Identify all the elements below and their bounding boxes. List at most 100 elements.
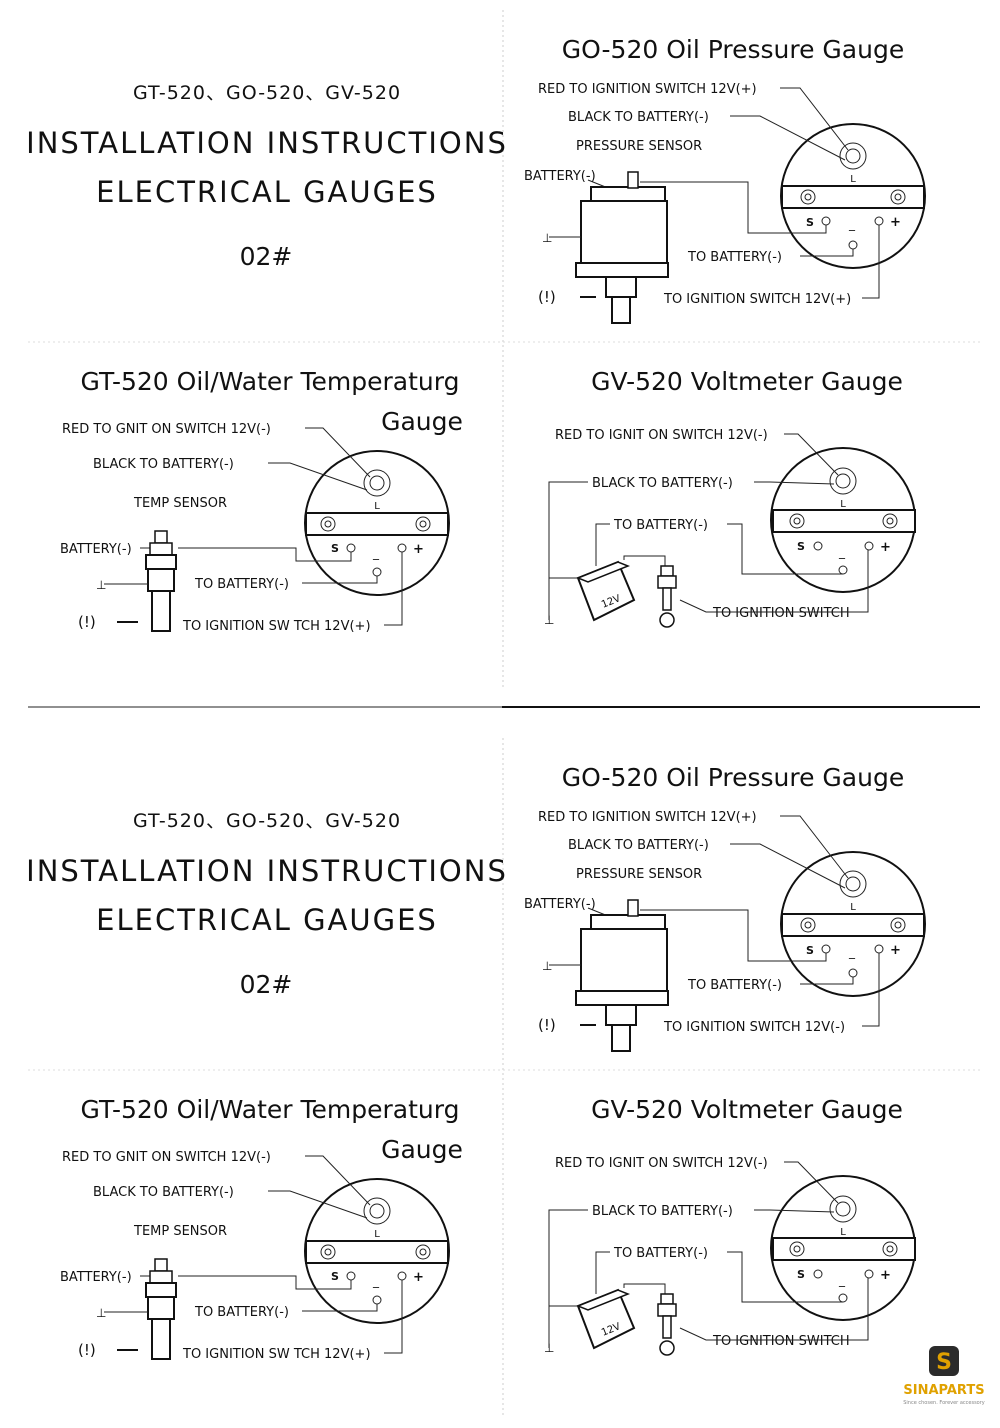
oil-lamp-socket [839,870,867,898]
volt-title: GV-520 Voltmeter Gauge [591,367,903,396]
oil-black-leader [730,843,846,889]
temp-red-wire-label: RED TO GNIT ON SWITCH 12V(-) [62,1150,271,1165]
volt-bracket-nut-right-hole [886,1245,894,1253]
oil-red-wire-label: RED TO IGNITION SWITCH 12V(+) [538,82,757,97]
temp-mount-bracket [305,1240,449,1264]
volt-lamp-bulb-icon [835,473,851,489]
sheet-divider [28,706,980,708]
oil-terminal-s [821,944,831,954]
volt-mount-bracket [772,1237,916,1261]
temp-bracket-nut-left-icon [320,1244,336,1260]
temp-battery-wire [302,576,378,584]
models-line: GT-520、GO-520、GV-520 [133,810,401,832]
logo-tagline: Since chosen. Forever accessory [903,1400,985,1406]
oil-battery-wire [800,249,854,257]
volt-lamp-socket [829,1195,857,1223]
volt-lamp-letter: L [840,499,846,510]
temp-terminal-minus [372,567,382,577]
volt-terminal-minus-label: _ [838,545,846,559]
volt-to-ignition-label: TO IGNITION SWITCH [712,1334,850,1349]
temp-battery-label: BATTERY(-) [60,542,132,557]
volt-ground-icon: ⊥ [544,613,554,627]
temp-terminal-plus-label: + [413,542,424,557]
volt-lamp-bulb-icon [835,1201,851,1217]
volt-title: GV-520 Voltmeter Gauge [591,1095,903,1124]
instruction-sheet-1: GT-520、GO-520、GV-520 INSTALLATION INSTRU… [0,0,1000,700]
temp-title-line2: Gauge [381,1135,463,1164]
volt-black-leader [754,1209,835,1213]
volt-terminal-plus [864,1269,874,1279]
battery-top [575,1289,631,1311]
oil-lamp-letter: L [850,174,856,185]
volt-battery-wire [727,523,843,575]
volt-terminal-minus-label: _ [838,1273,846,1287]
sensor-cap [590,186,666,202]
oil-terminal-minus-label: _ [848,217,856,231]
temp-terminal-s-label: S [331,542,339,555]
volt-black-wire-label: BLACK TO BATTERY(-) [592,476,733,491]
volt-to-battery-label: TO BATTERY(-) [613,518,708,533]
volt-bracket-nut-left-hole [793,517,801,525]
oil-bracket-nut-right-icon [890,189,906,205]
logo-badge-icon [929,1346,959,1376]
temp-warning-label: (!) [78,613,96,631]
oil-battery-wire [800,977,854,985]
wiring-diagram: GT-520、GO-520、GV-520 INSTALLATION INSTRU… [26,738,980,1418]
oil-bracket-nut-right-hole [894,193,902,201]
temp-sensor-nut [149,542,173,556]
voltmeter-diagram: GV-520 Voltmeter Gauge RED TO IGNIT ON S… [544,1095,916,1356]
battery-icon: 12V [575,1288,636,1350]
temp-battery-wire [302,1304,378,1312]
temp-to-ignition-label: TO IGNITION SW TCH 12V(+) [182,1347,371,1362]
pressure-sensor-icon [575,171,669,324]
doc-code: 02# [240,242,293,271]
volt-black-wire-label: BLACK TO BATTERY(-) [592,1204,733,1219]
temp-bracket-nut-right-hole [419,520,427,528]
instruction-sheet-2: GT-520、GO-520、GV-520 INSTALLATION INSTRU… [0,728,1000,1428]
volt-ground-wire [548,1209,588,1348]
temp-terminal-s [346,1271,356,1281]
temp-sensor-probe [151,1318,171,1360]
volt-ground-wire [548,481,588,620]
temp-lamp-socket [363,469,391,497]
volt-to-ignition-label: TO IGNITION SWITCH [712,606,850,621]
temp-bracket-nut-left-hole [324,1248,332,1256]
oil-red-leader [780,815,849,879]
volt-terminal-minus [838,1293,848,1303]
oil-terminal-plus-label: + [890,215,901,230]
temp-terminal-minus-label: _ [372,546,380,560]
temp-sensor-terminal [154,1258,168,1272]
oil-terminal-minus [848,240,858,250]
volt-bracket-nut-right-icon [882,513,898,529]
oil-black-wire-label: BLACK TO BATTERY(-) [568,838,709,853]
oil-terminal-s-label: S [806,944,814,957]
temp-terminal-plus-label: + [413,1270,424,1285]
volt-ignition-wire [679,550,869,613]
sensor-hex [575,262,669,278]
doc-code: 02# [240,970,293,999]
temp-to-battery-label: TO BATTERY(-) [194,577,289,592]
temp-bracket-nut-left-icon [320,516,336,532]
temp-mount-bracket [305,512,449,536]
volt-battery-pos-wire [623,1283,666,1294]
oil-pressure-diagram: GO-520 Oil Pressure Gauge RED TO IGNITIO… [524,35,926,324]
temp-sensor-label: TEMP SENSOR [133,1224,227,1239]
oil-mount-bracket [781,913,925,937]
volt-red-wire-label: RED TO IGNIT ON SWITCH 12V(-) [555,1156,768,1171]
sensor-tip [611,296,631,324]
title-installation: INSTALLATION INSTRUCTIONS [26,854,508,888]
temp-to-battery-label: TO BATTERY(-) [194,1305,289,1320]
logo-s-glyph: S [936,1350,952,1375]
oil-pressure-title: GO-520 Oil Pressure Gauge [562,35,904,64]
oil-to-ignition-label: TO IGNITION SWITCH 12V(-) [663,1020,845,1035]
key-switch-body [657,575,677,589]
oil-pressure-title: GO-520 Oil Pressure Gauge [562,763,904,792]
volt-battery-pos-wire [623,555,666,566]
oil-ignition-wire [862,953,880,1027]
temp-sensor-probe [151,590,171,632]
oil-bracket-nut-right-icon [890,917,906,933]
oil-lamp-socket [839,142,867,170]
temp-terminal-minus-label: _ [372,1274,380,1288]
key-bow [659,1340,675,1356]
models-line: GT-520、GO-520、GV-520 [133,82,401,104]
